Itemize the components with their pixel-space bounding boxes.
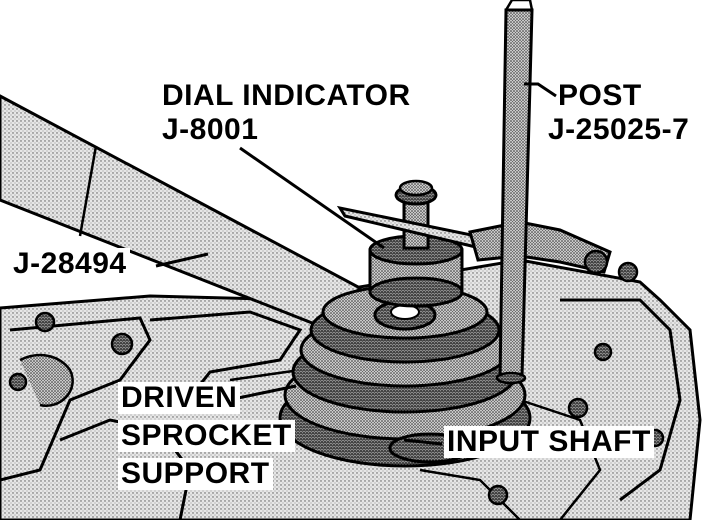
leader-input-shaft bbox=[403, 438, 443, 446]
label-tool-j-28494: J-28494 bbox=[10, 248, 130, 280]
leader-tool bbox=[155, 252, 209, 268]
driven-sprocket-support bbox=[278, 284, 532, 468]
label-input-shaft: INPUT SHAFT bbox=[444, 426, 654, 458]
leader-post bbox=[524, 82, 557, 98]
leader-driven-sprocket-support bbox=[237, 384, 297, 400]
label-dial-indicator: DIAL INDICATOR bbox=[162, 79, 411, 112]
label-dial-indicator-part: J-8001 bbox=[162, 113, 259, 146]
label-post: POST bbox=[558, 79, 642, 112]
label-driven-sprocket-support-line2: SPROCKET bbox=[118, 420, 295, 452]
dial-indicator-j-8001 bbox=[336, 179, 612, 308]
leader-lines bbox=[155, 82, 557, 446]
label-driven-sprocket-support-line1: DRIVEN bbox=[118, 382, 241, 414]
label-post-part: J-25025-7 bbox=[548, 113, 690, 146]
post-j-25025-7 bbox=[495, 0, 534, 385]
leader-dial-indicator bbox=[239, 146, 385, 250]
label-driven-sprocket-support-line3: SUPPORT bbox=[118, 458, 273, 490]
